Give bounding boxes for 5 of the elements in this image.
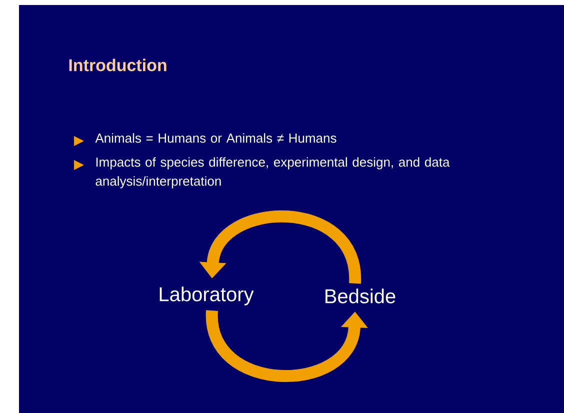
node-label: Laboratory	[160, 286, 254, 306]
bullet-text: Animals = Humans or Animals ≠ Humans	[95, 133, 336, 143]
bullet-text: Impacts of species difference, experimental design, and data analysis/interpretation	[96, 157, 450, 188]
node-label: Bedside	[326, 288, 396, 304]
slide-title: Introduction	[69, 58, 166, 72]
